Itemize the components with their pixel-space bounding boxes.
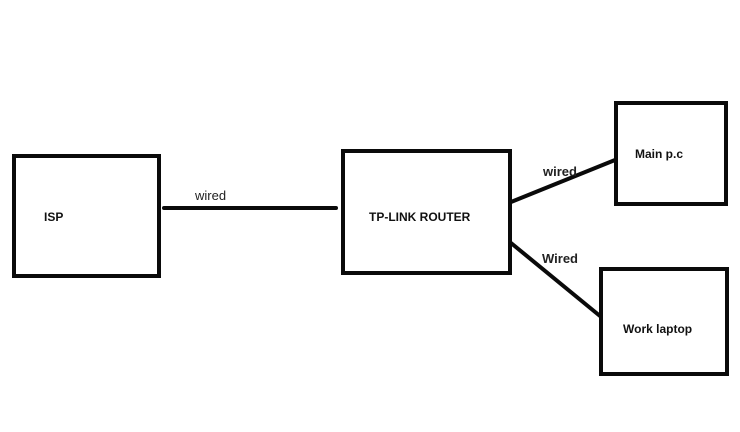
node-main-pc-box [614, 101, 728, 206]
node-isp-label: ISP [44, 210, 63, 224]
node-isp-box [12, 154, 161, 278]
link-router-main-pc [509, 158, 617, 204]
node-main-pc-label: Main p.c [635, 147, 683, 161]
link-router-main-pc-label: wired [542, 164, 577, 179]
node-router-box [341, 149, 512, 275]
link-router-work-laptop-label: Wired [542, 251, 578, 266]
node-router-label: TP-LINK ROUTER [369, 210, 471, 224]
link-isp-router-label: wired [194, 188, 226, 203]
link-router-work-laptop [509, 241, 602, 318]
node-work-laptop-box [599, 267, 729, 376]
node-work-laptop-label: Work laptop [623, 322, 692, 336]
